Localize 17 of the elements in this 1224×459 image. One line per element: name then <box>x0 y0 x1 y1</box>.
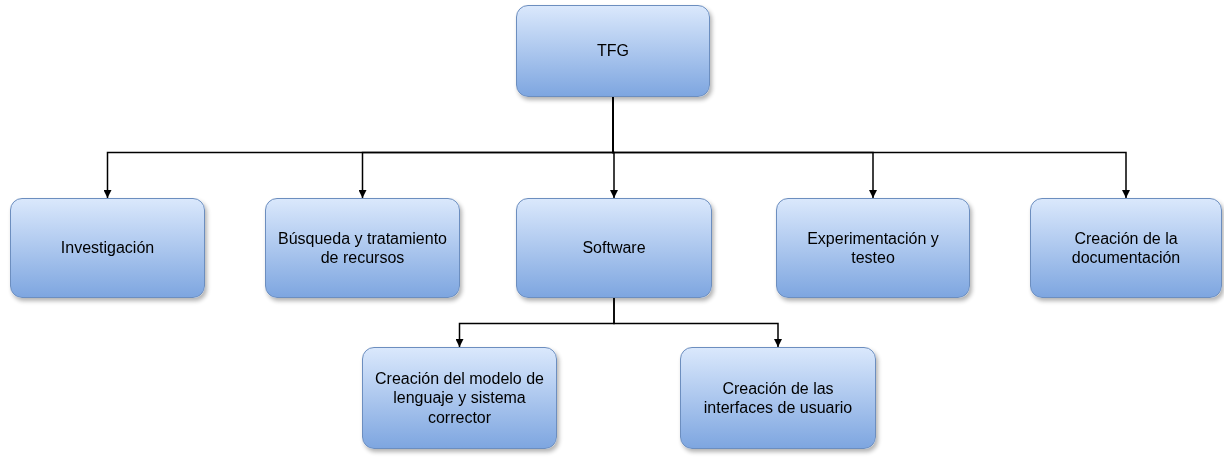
process-box <box>516 198 712 298</box>
node-label: Software <box>582 238 646 258</box>
process-box <box>1030 198 1222 298</box>
process-box <box>680 347 876 449</box>
node-label: Búsqueda y tratamiento de recursos <box>277 228 448 268</box>
node-label: Experimentación y testeo <box>806 228 940 268</box>
node-label: Creación de las interfaces de usuario <box>702 378 854 418</box>
node-label: Investigación <box>60 238 155 258</box>
arrow <box>613 297 782 348</box>
process-box <box>516 5 710 97</box>
process-box <box>265 198 460 298</box>
node-label: Creación de la documentación <box>1070 228 1182 268</box>
process-box <box>776 198 970 298</box>
process-box <box>362 347 557 449</box>
node-label: TFG <box>597 41 629 61</box>
node-label: Creación del modelo de lenguaje y sistema corrector <box>374 369 545 427</box>
process-box <box>10 198 205 298</box>
